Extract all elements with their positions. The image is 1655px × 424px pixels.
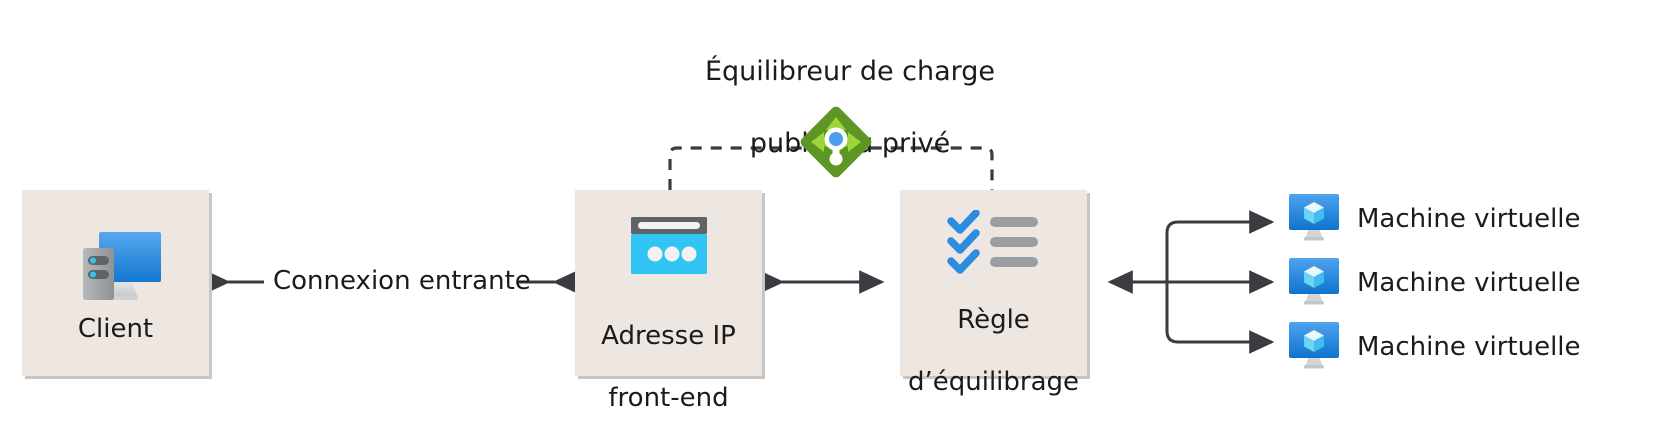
vm-label: Machine virtuelle xyxy=(1357,268,1581,298)
vm-row[interactable]: Machine virtuelle xyxy=(1285,256,1581,310)
node-rule-label: Règle d’équilibrage de charge xyxy=(900,274,1087,424)
virtual-machine-icon xyxy=(1285,192,1343,246)
load-balancer-icon xyxy=(796,102,876,182)
vm-row[interactable]: Machine virtuelle xyxy=(1285,320,1581,374)
node-frontend-ip-label-line2: front-end xyxy=(608,383,729,413)
desktop-computer-icon xyxy=(22,222,209,306)
node-rule-label-line1: Règle xyxy=(957,305,1030,335)
node-frontend-ip[interactable]: Adresse IP front-end xyxy=(575,190,762,413)
frontend-ip-window-icon xyxy=(575,212,762,282)
vm-label: Machine virtuelle xyxy=(1357,204,1581,234)
node-frontend-ip-label-line1: Adresse IP xyxy=(601,321,736,351)
node-frontend-ip-label: Adresse IP front-end xyxy=(575,290,762,424)
diagram-title-line1: Équilibreur de charge xyxy=(704,56,996,87)
node-load-balancing-rule[interactable]: Règle d’équilibrage de charge xyxy=(900,190,1087,397)
node-client[interactable]: Client xyxy=(22,190,209,376)
virtual-machine-icon xyxy=(1285,256,1343,310)
vm-label: Machine virtuelle xyxy=(1357,332,1581,362)
virtual-machine-icon xyxy=(1285,320,1343,374)
vm-row[interactable]: Machine virtuelle xyxy=(1285,192,1581,246)
node-client-label: Client xyxy=(77,314,154,344)
edge-rule-vms xyxy=(1107,210,1275,354)
checklist-icon xyxy=(900,208,1087,278)
edge-label-connexion-entrante: Connexion entrante xyxy=(273,266,531,296)
node-rule-label-line2: d’équilibrage xyxy=(907,367,1080,397)
